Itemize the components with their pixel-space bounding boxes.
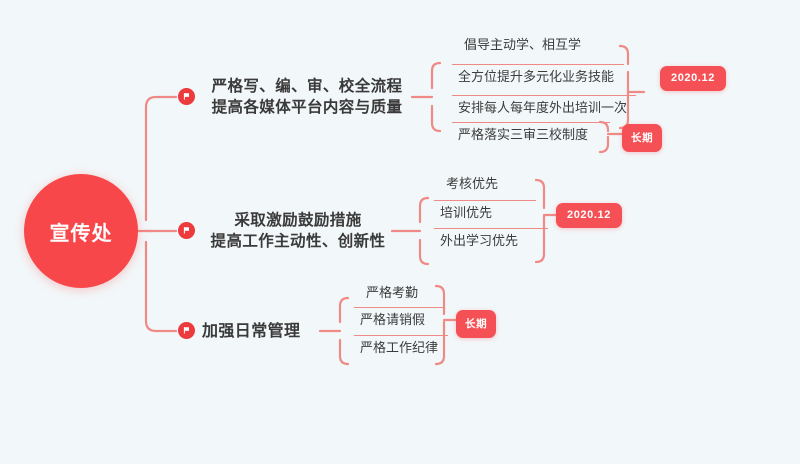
leaf-item[interactable]: 培训优先 — [434, 200, 536, 225]
branch-title-2[interactable]: 采取激励鼓励措施 提高工作主动性、创新性 — [204, 210, 392, 252]
branch-bullet-2[interactable] — [178, 222, 195, 239]
flag-icon — [182, 92, 191, 101]
leaf-item[interactable]: 考核优先 — [446, 176, 499, 191]
leaf-item[interactable]: 全方位提升多元化业务技能 — [452, 64, 624, 89]
leaf-item[interactable]: 严格考勤 — [366, 285, 419, 300]
root-label: 宣传处 — [49, 222, 113, 245]
date-badge[interactable]: 长期 — [456, 310, 497, 338]
branch-title-3[interactable]: 加强日常管理 — [202, 321, 320, 342]
root-node[interactable]: 宣传处 — [24, 174, 138, 288]
branch-title-1-line2: 提高各媒体平台内容与质量 — [211, 99, 403, 116]
leaf-item[interactable]: 安排每人每年度外出培训一次 — [452, 95, 636, 120]
leaf-item[interactable]: 外出学习优先 — [434, 228, 548, 253]
flag-icon — [182, 326, 191, 335]
leaf-item[interactable]: 严格落实三审三校制度 — [452, 122, 610, 147]
branch-bullet-1[interactable] — [178, 88, 195, 105]
branch-bullet-3[interactable] — [178, 322, 195, 339]
date-badge[interactable]: 长期 — [622, 124, 663, 152]
date-badge[interactable]: 2020.12 — [556, 203, 622, 228]
branch-title-1-line1: 严格写、编、审、校全流程 — [211, 78, 403, 95]
date-badge[interactable]: 2020.12 — [660, 66, 726, 91]
branch-title-1[interactable]: 严格写、编、审、校全流程 提高各媒体平台内容与质量 — [202, 76, 412, 118]
branch-title-2-line1: 采取激励鼓励措施 — [234, 212, 362, 229]
flag-icon — [182, 226, 191, 235]
branch-title-2-line2: 提高工作主动性、创新性 — [210, 233, 386, 250]
leaf-item[interactable]: 严格工作纪律 — [354, 335, 448, 360]
leaf-item[interactable]: 严格请销假 — [354, 307, 444, 332]
leaf-item[interactable]: 倡导主动学、相互学 — [464, 37, 582, 52]
branch-title-3-line1: 加强日常管理 — [202, 323, 301, 340]
